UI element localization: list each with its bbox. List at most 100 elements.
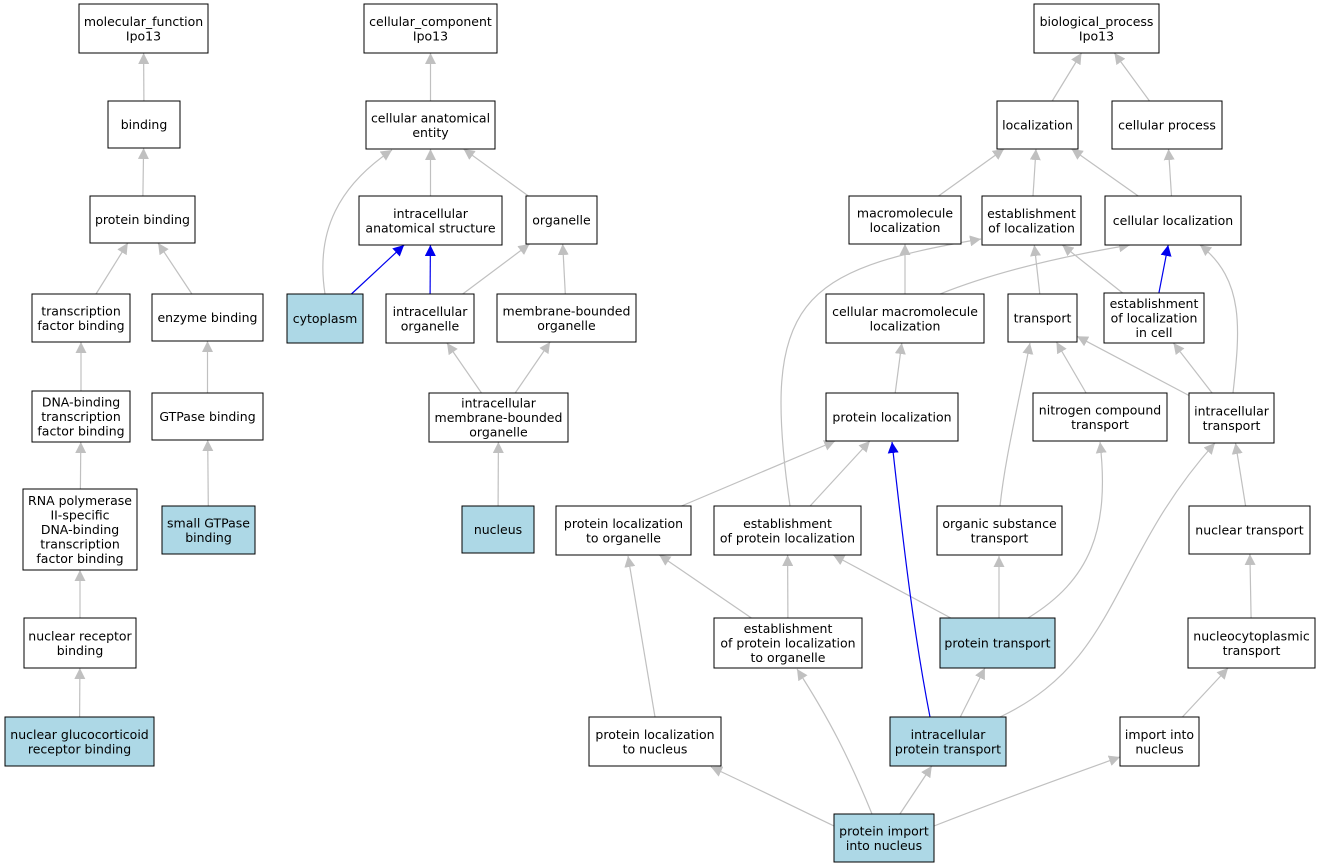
edge-small-gtpase-binding-to-gtpase-binding [202,439,214,507]
term-label-line: to nucleus [623,741,688,756]
edge-transport-to-establishment-localization [1030,244,1041,295]
term-node-gtpase-binding[interactable]: GTPase binding [151,392,264,441]
term-node-protein-binding[interactable]: protein binding [89,195,196,244]
edge-line [1030,244,1041,295]
edge-protein-transport-to-establishment-protein-localization [832,554,952,619]
edge-organic-substance-transport-to-transport [999,342,1034,507]
term-label-line: intracellular [461,396,537,411]
term-box [1103,292,1205,344]
term-node-enzyme-binding[interactable]: enzyme binding [151,293,264,342]
term-box [1032,392,1168,442]
edge-line [1231,442,1247,507]
term-label-line: enzyme binding [157,310,257,325]
edge-intracellular-transport-to-establishment-localization-cell [1172,342,1213,394]
term-box [713,505,862,556]
edge-intracellular-transport-to-transport [1076,335,1190,397]
term-box [939,617,1056,669]
edge-enzyme-binding-to-protein-binding [157,242,193,295]
edge-line [462,243,530,295]
term-label-line: cellular macromolecule [832,304,978,319]
edge-line [999,342,1034,507]
term-label-line: organelle [469,425,528,440]
term-label-line: nucleocytoplasmic [1193,628,1310,643]
edge-line [894,342,906,394]
edge-line [681,440,836,507]
term-node-protein-localization[interactable]: protein localization [825,392,959,442]
edge-tf-binding-to-protein-binding [95,242,129,295]
edge-line [95,242,129,295]
edge-intracell-mb-organelle-to-intracell-organelle [446,342,482,394]
term-box [107,100,181,149]
edge-line [137,147,149,197]
term-node-binding[interactable]: binding [107,100,181,149]
term-label-line: nuclear glucocorticoid [10,727,148,742]
term-box [78,3,209,54]
term-box [151,293,264,342]
term-label-line: protein binding [95,212,190,227]
term-node-nuclear-transport[interactable]: nuclear transport [1188,505,1311,555]
term-node-cellular-localization[interactable]: cellular localization [1104,195,1242,246]
term-node-localization[interactable]: localization [996,100,1079,150]
term-box [1111,100,1223,150]
term-node-organelle[interactable]: organelle [525,195,598,245]
term-label-line: transcription [41,303,121,318]
term-label-line: factor binding [37,424,124,439]
term-box [4,716,155,767]
term-node-nucleus[interactable]: nucleus [461,505,535,554]
term-box [1007,293,1078,343]
term-node-cellular-process[interactable]: cellular process [1111,100,1223,150]
term-box [825,293,985,344]
term-node-transport[interactable]: transport [1007,293,1078,343]
edge-establishment-localization-to-localization [1029,148,1041,197]
term-label-line: transcription [40,537,120,552]
term-label-line: transport [1203,418,1261,433]
edge-line [514,341,551,394]
term-box [1119,716,1200,767]
edge-line [446,342,482,394]
term-node-rnapol-tf-binding[interactable]: RNA polymeraseII-specificDNA-bindingtran… [22,488,138,571]
edge-organelle-to-cell-anat-entity [463,148,529,197]
term-box [358,195,503,246]
term-label-line: DNA-binding [42,395,120,410]
term-label-line: biological_process [1040,14,1154,29]
edge-protein-import-nucleus-to-establishment-protein-localization-organelle [796,668,873,815]
term-label-line: factor binding [37,318,124,333]
term-box [588,716,722,767]
term-box [31,390,131,443]
term-node-protein-transport[interactable]: protein transport [939,617,1056,669]
edge-cytoplasm-to-cell-anat-entity [322,149,393,295]
term-box [889,716,1007,767]
edge-localization-to-bp-root [1051,52,1083,102]
term-node-cytoplasm[interactable]: cytoplasm [286,293,364,344]
term-label-line: cellular_component [369,14,492,29]
term-label-line: small GTPase [167,515,250,530]
